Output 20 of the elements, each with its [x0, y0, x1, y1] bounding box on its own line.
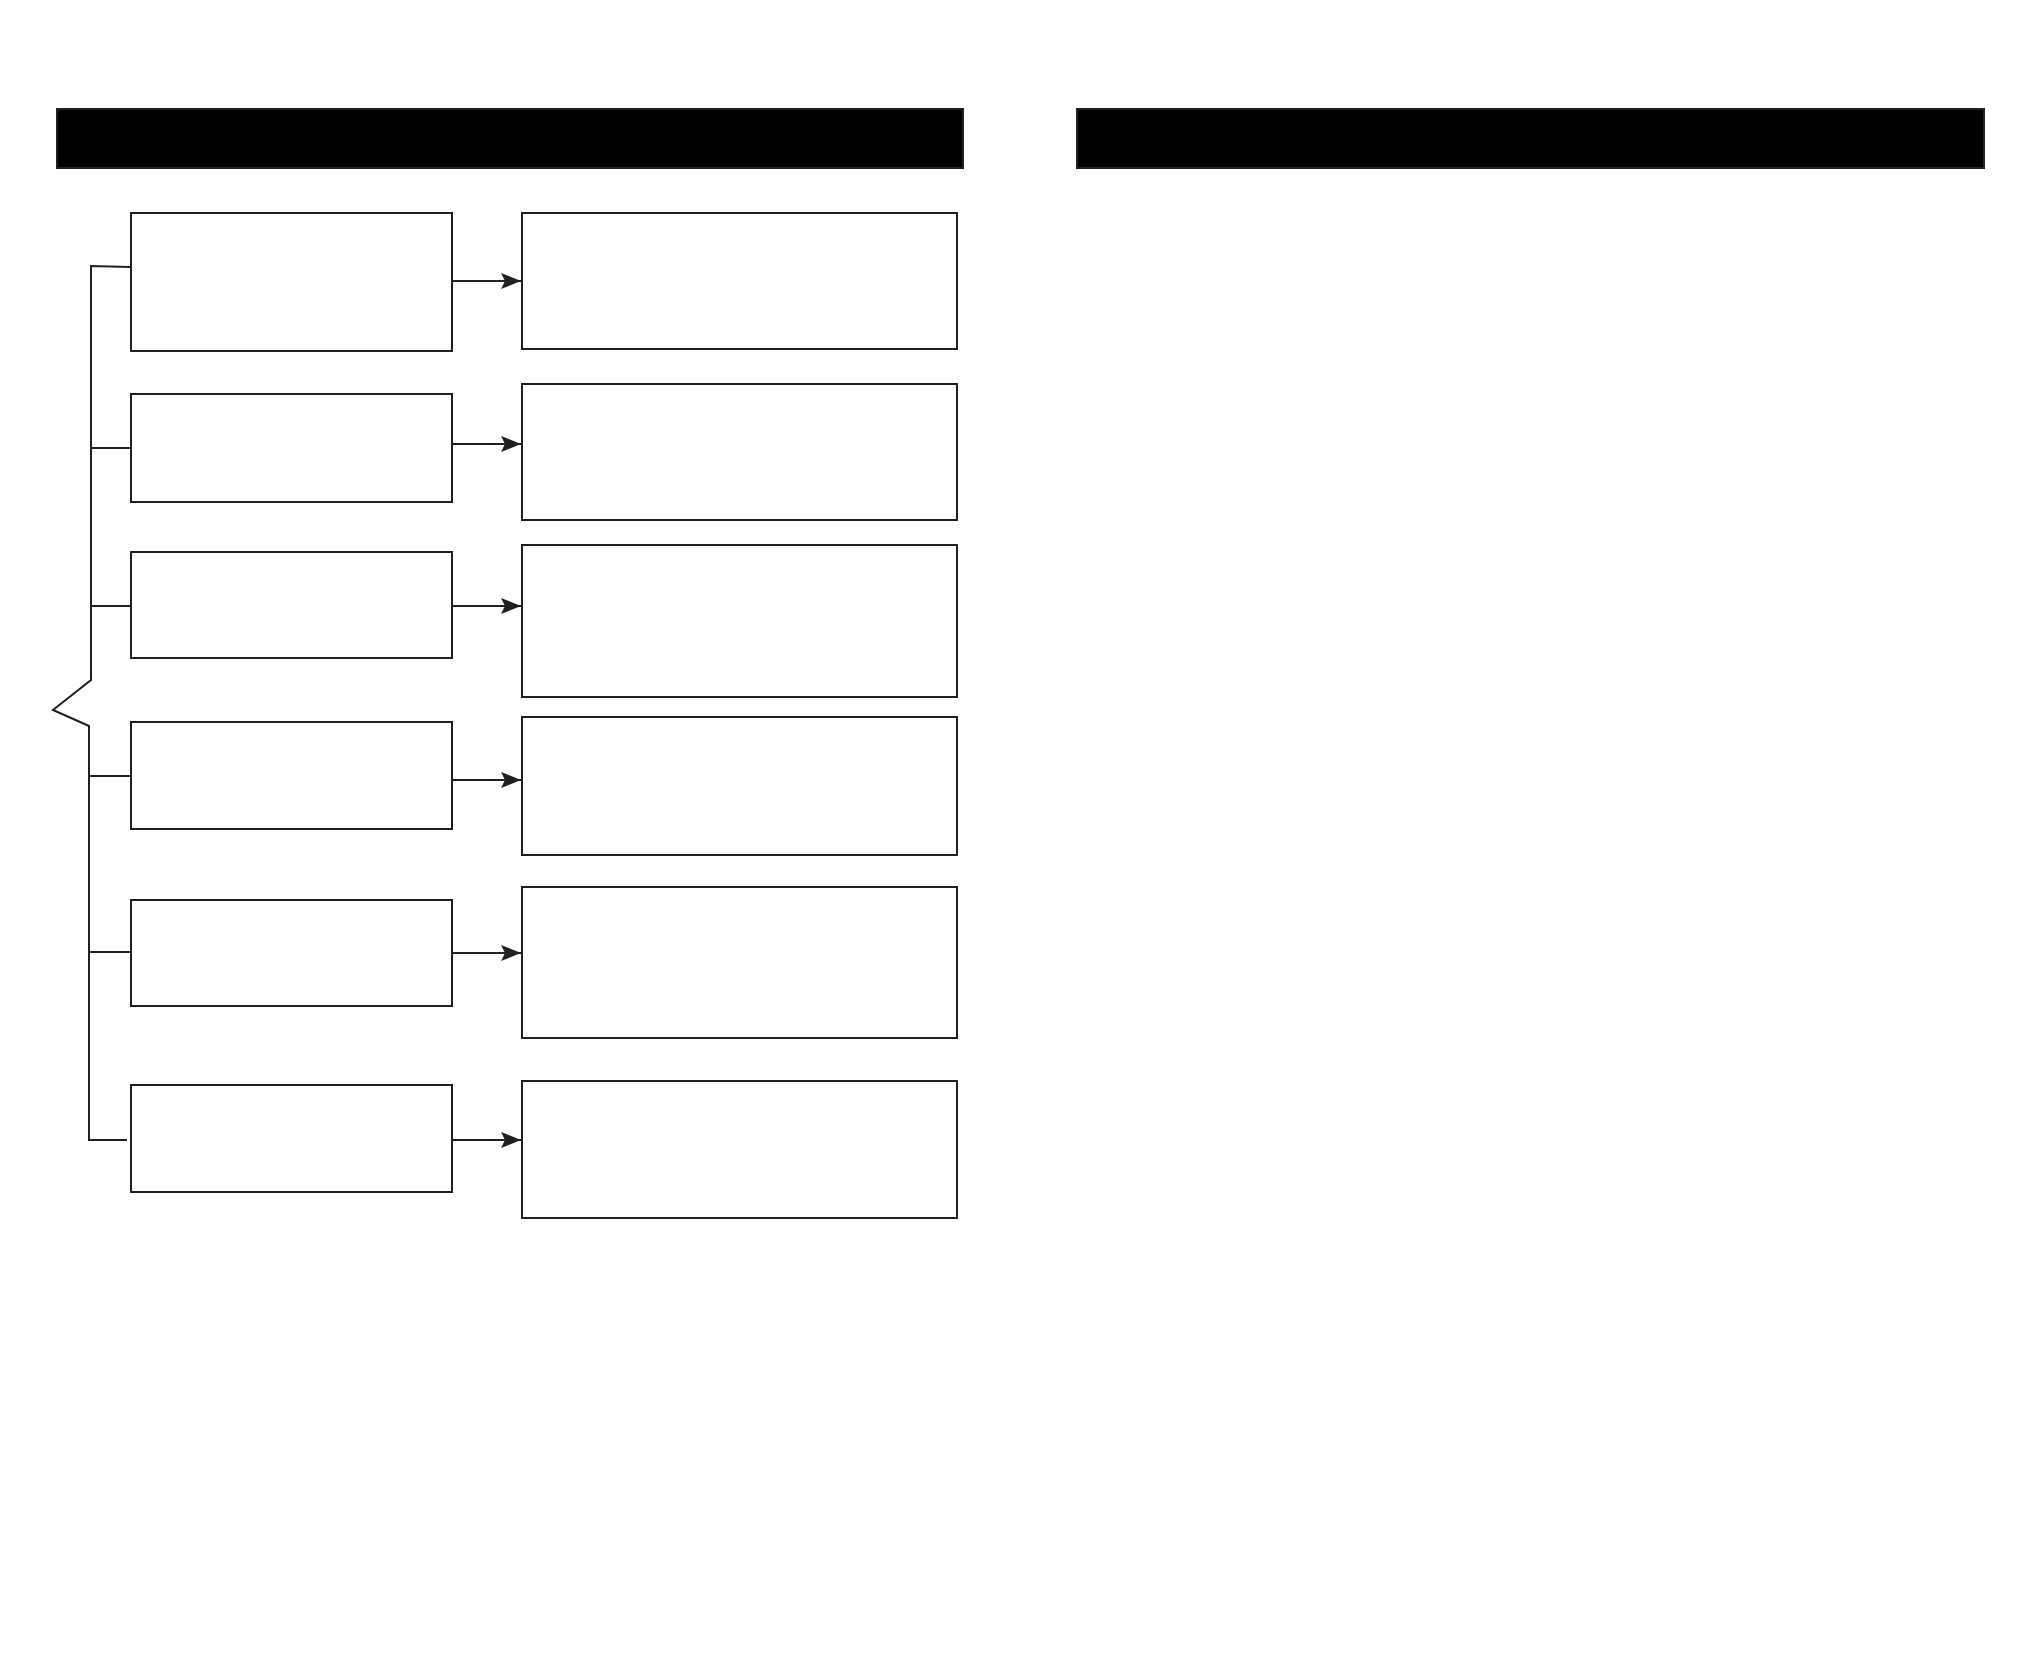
empty-box — [521, 716, 958, 856]
header-bar — [56, 108, 964, 169]
empty-box — [130, 551, 453, 659]
empty-box — [130, 212, 453, 352]
empty-box — [521, 886, 958, 1039]
empty-box — [521, 212, 958, 350]
arrow — [452, 273, 522, 289]
arrow — [452, 1132, 522, 1148]
arrow — [452, 772, 522, 788]
arrow — [452, 945, 522, 961]
arrow — [452, 598, 522, 614]
empty-box — [130, 1084, 453, 1193]
empty-box — [130, 899, 453, 1007]
empty-box — [130, 393, 453, 503]
arrow — [452, 436, 522, 452]
empty-box — [521, 1080, 958, 1219]
empty-box — [130, 721, 453, 830]
header-bar — [1076, 108, 1985, 169]
empty-box — [521, 544, 958, 698]
empty-box — [521, 383, 958, 521]
